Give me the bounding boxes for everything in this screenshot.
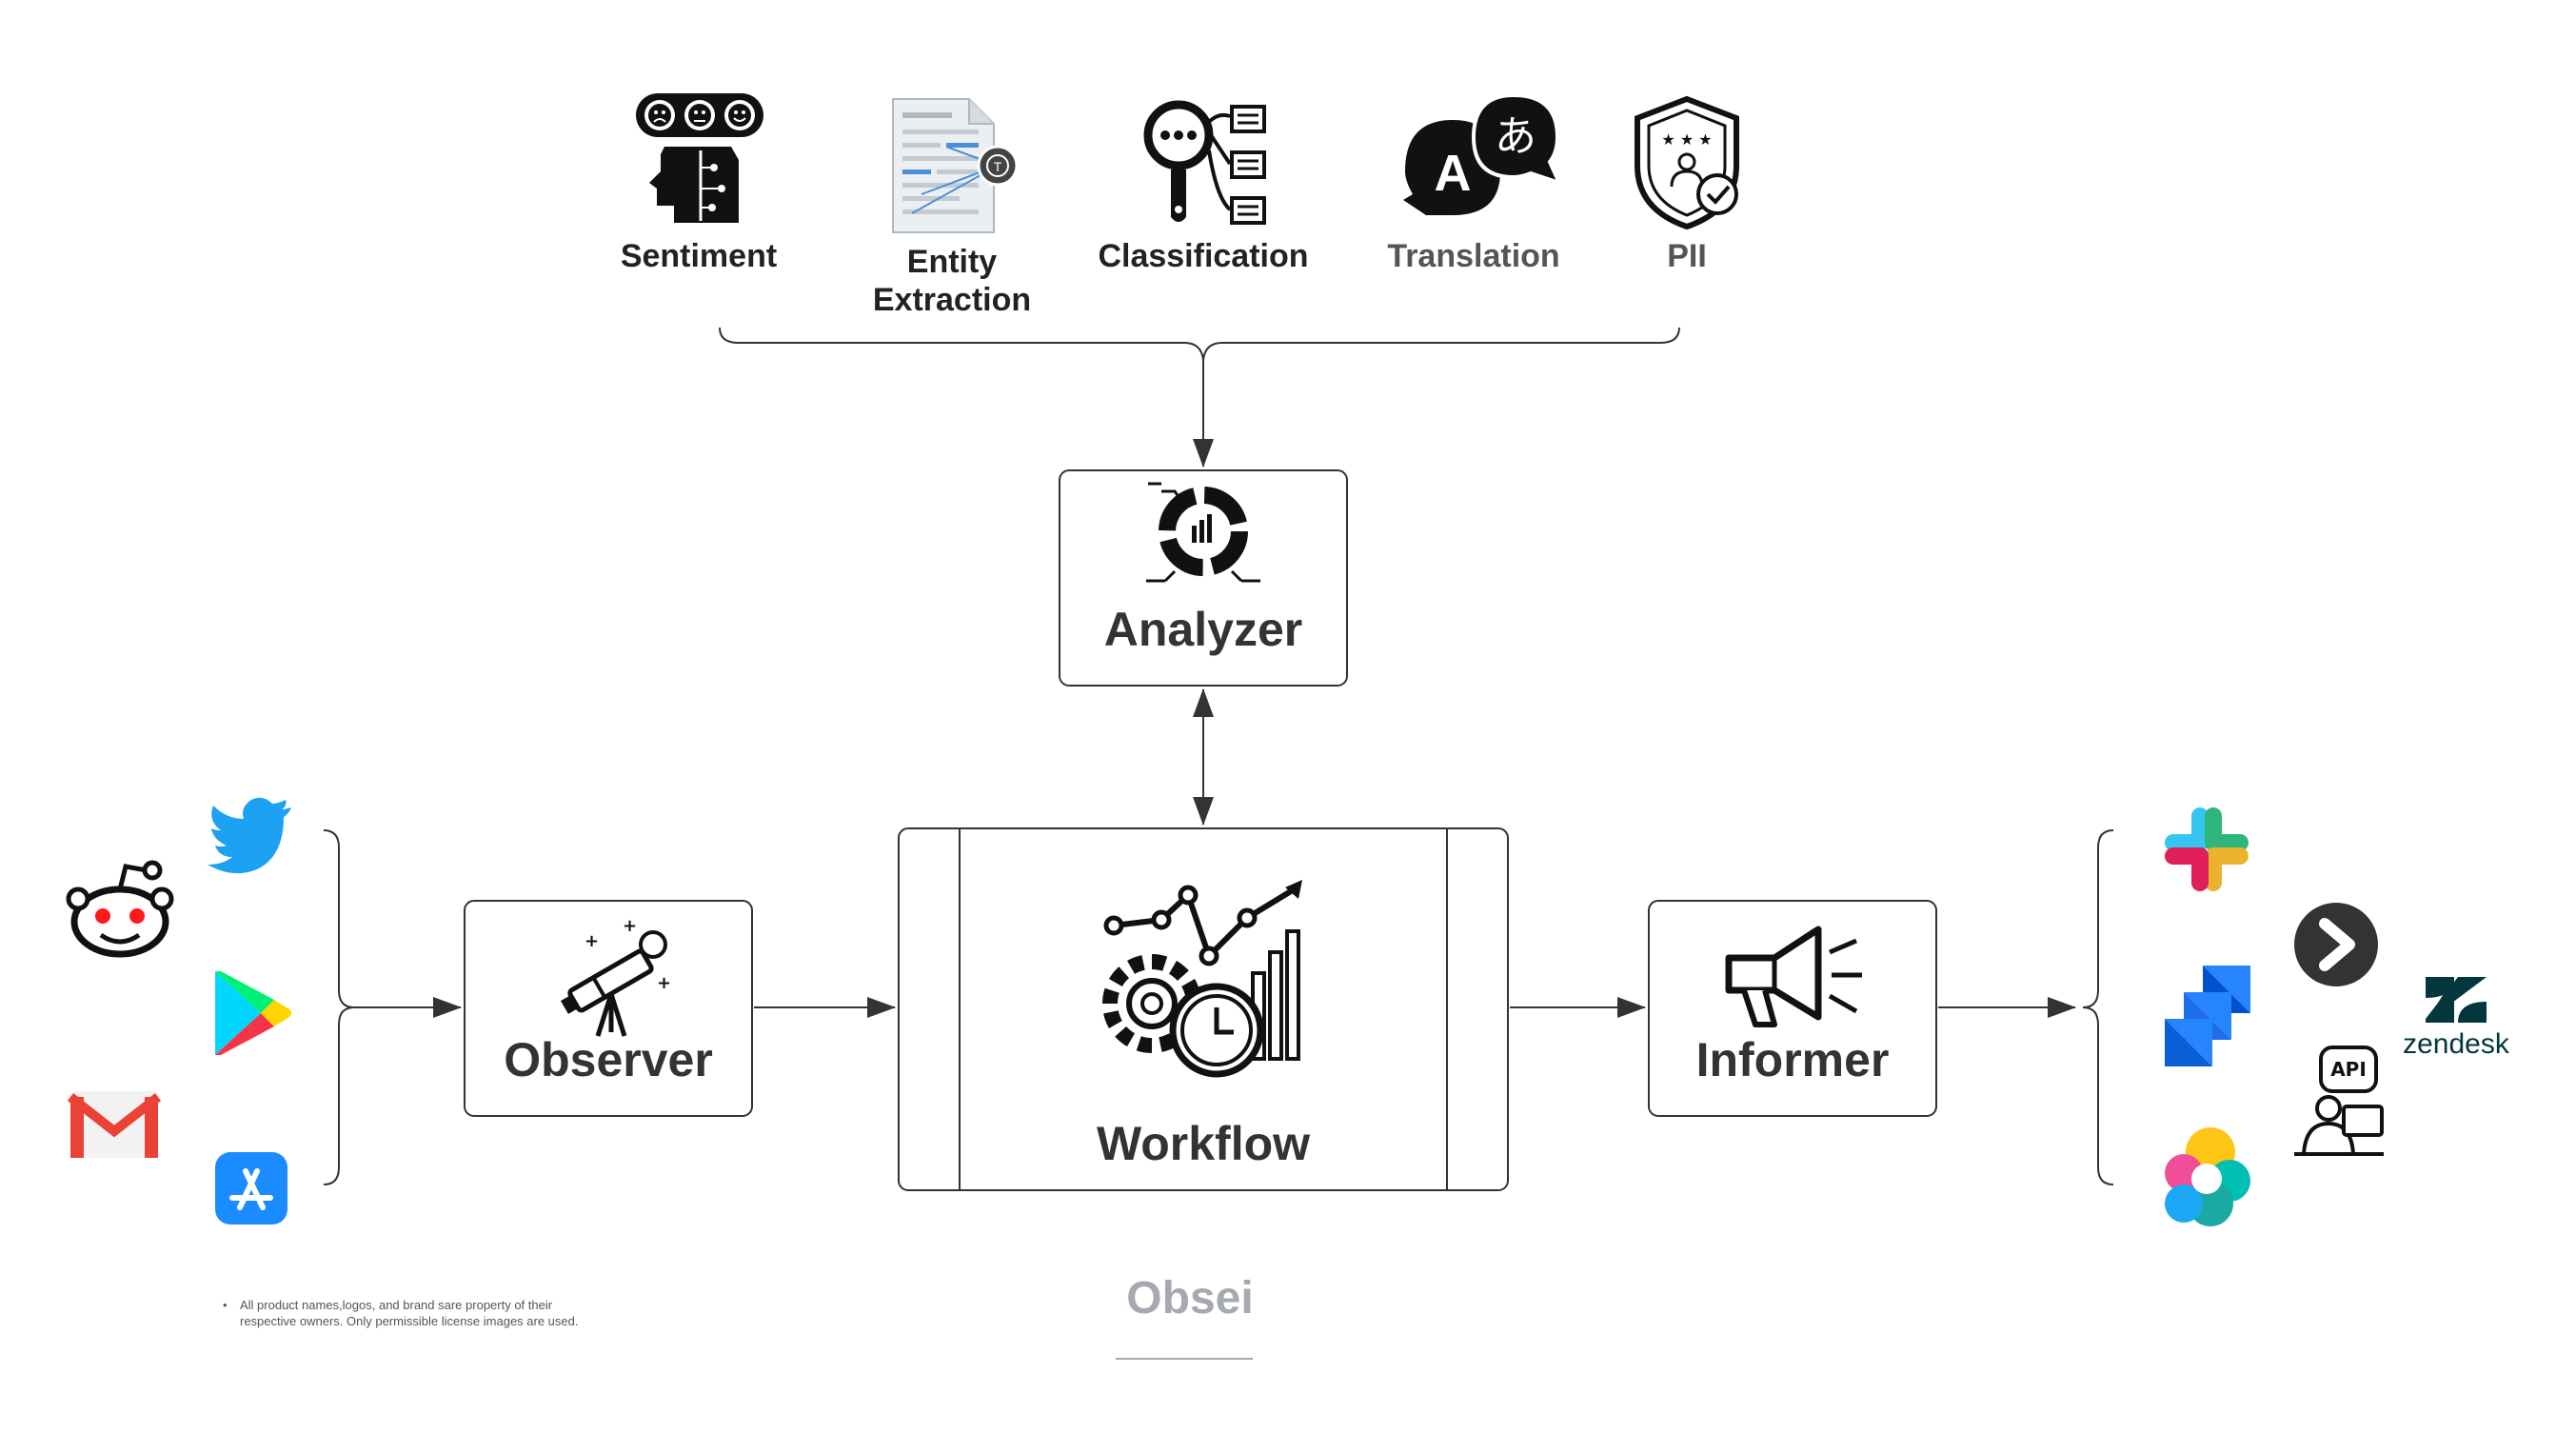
translation-icon: A あ (1403, 92, 1563, 215)
analyzer-icon (1146, 482, 1260, 583)
workflow-icon (1102, 880, 1302, 1078)
tasks-brace (719, 327, 1680, 361)
task-label-classification: Classification (1098, 238, 1309, 274)
task-label-pii: PII (1667, 238, 1707, 274)
svg-text:+: + (585, 931, 599, 951)
disclaimer-note: All product names,logos, and brand sare … (223, 1297, 678, 1329)
svg-text:T: T (994, 159, 1002, 174)
slack-icon (2165, 807, 2249, 891)
informer-box (1648, 900, 1937, 1117)
task-label-entity-line1: Entity (906, 244, 998, 280)
svg-text:+: + (657, 973, 671, 993)
zendesk-icon (2426, 977, 2487, 1023)
shield-icon: ★ ★ ★ (1635, 95, 1739, 230)
api-label: API (2330, 1058, 2367, 1081)
task-label-translation: Translation (1387, 238, 1560, 274)
task-label-sentiment: Sentiment (620, 238, 778, 274)
svg-text:★ ★ ★: ★ ★ ★ (1661, 130, 1712, 149)
api-developer-icon: API (2294, 1046, 2384, 1156)
brand-title: Obsei (1126, 1273, 1254, 1324)
informer-label: Informer (1695, 1033, 1890, 1086)
app-store-icon (215, 1152, 287, 1225)
zendesk-wordmark: zendesk (2403, 1028, 2510, 1060)
svg-text:+: + (623, 916, 637, 936)
jira-icon (2165, 966, 2250, 1066)
svg-text:A: A (1435, 145, 1472, 202)
svg-text:あ: あ (1495, 112, 1536, 161)
disclaimer-line-1: All product names,logos, and brand sare … (240, 1298, 553, 1312)
sentiment-icon (636, 93, 763, 223)
elasticsearch-icon (2165, 1127, 2250, 1226)
workflow-label: Workflow (1096, 1117, 1311, 1170)
megaphone-icon (1725, 926, 1862, 1027)
task-label-entity-line2: Extraction (872, 282, 1032, 318)
reddit-icon (66, 860, 174, 962)
sources-brace (323, 829, 355, 1185)
gmail-icon (67, 1091, 162, 1158)
analyzer-label: Analyzer (1103, 603, 1303, 656)
disclaimer-line-2: respective owners. Only permissible lice… (240, 1314, 579, 1328)
analyzer-box (1059, 469, 1348, 687)
observer-label: Observer (504, 1033, 713, 1086)
google-play-icon (215, 971, 291, 1055)
brand-underline (1116, 1358, 1253, 1360)
sinks-brace (2082, 829, 2114, 1185)
twitter-icon (208, 797, 291, 874)
chevron-right-icon (2294, 903, 2378, 986)
telescope-icon: + + + (560, 916, 671, 1037)
classification-icon (1143, 100, 1266, 225)
document-entity-icon: T (892, 98, 1019, 233)
